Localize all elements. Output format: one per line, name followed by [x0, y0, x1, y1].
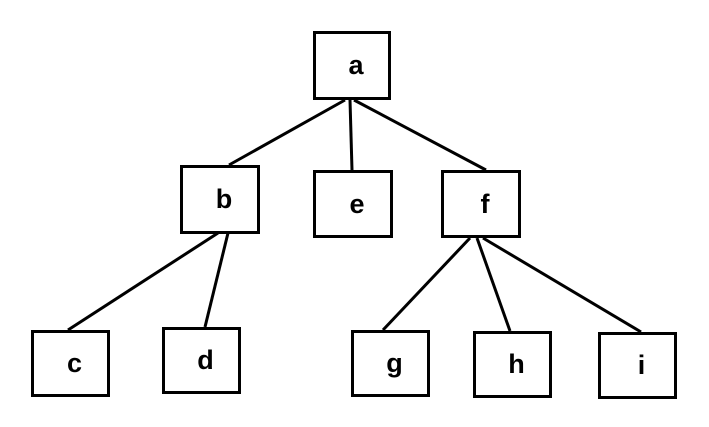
tree-node-label-g: g — [386, 348, 403, 378]
tree-node-label-d: d — [197, 345, 214, 375]
tree-node-label-c: c — [66, 348, 83, 378]
tree-node-g[interactable]: g — [351, 330, 430, 397]
tree-edge-a-b — [228, 98, 346, 167]
tree-node-label-f: f — [480, 188, 490, 219]
tree-node-label-e: e — [349, 188, 365, 219]
tree-edge-a-f — [353, 98, 487, 172]
tree-node-f[interactable]: f — [441, 170, 521, 238]
tree-node-c[interactable]: c — [31, 330, 110, 397]
tree-node-label-h: h — [508, 349, 525, 379]
tree-node-d[interactable]: d — [162, 327, 241, 394]
tree-edge-f-g — [381, 236, 472, 332]
tree-node-i[interactable]: i — [598, 332, 677, 399]
tree-node-label-a: a — [348, 50, 364, 80]
tree-node-h[interactable]: h — [473, 331, 552, 398]
tree-node-e[interactable]: e — [313, 170, 393, 238]
tree-node-a[interactable]: a — [313, 31, 391, 100]
tree-edge-a-e — [348, 99, 354, 171]
tree-edge-f-h — [475, 237, 512, 332]
tree-edge-b-d — [203, 232, 230, 328]
tree-node-label-i: i — [637, 350, 646, 380]
tree-node-b[interactable]: b — [180, 165, 260, 234]
tree-edge-f-i — [482, 236, 642, 334]
tree-edge-b-c — [67, 231, 219, 332]
tree-node-label-b: b — [215, 184, 233, 214]
